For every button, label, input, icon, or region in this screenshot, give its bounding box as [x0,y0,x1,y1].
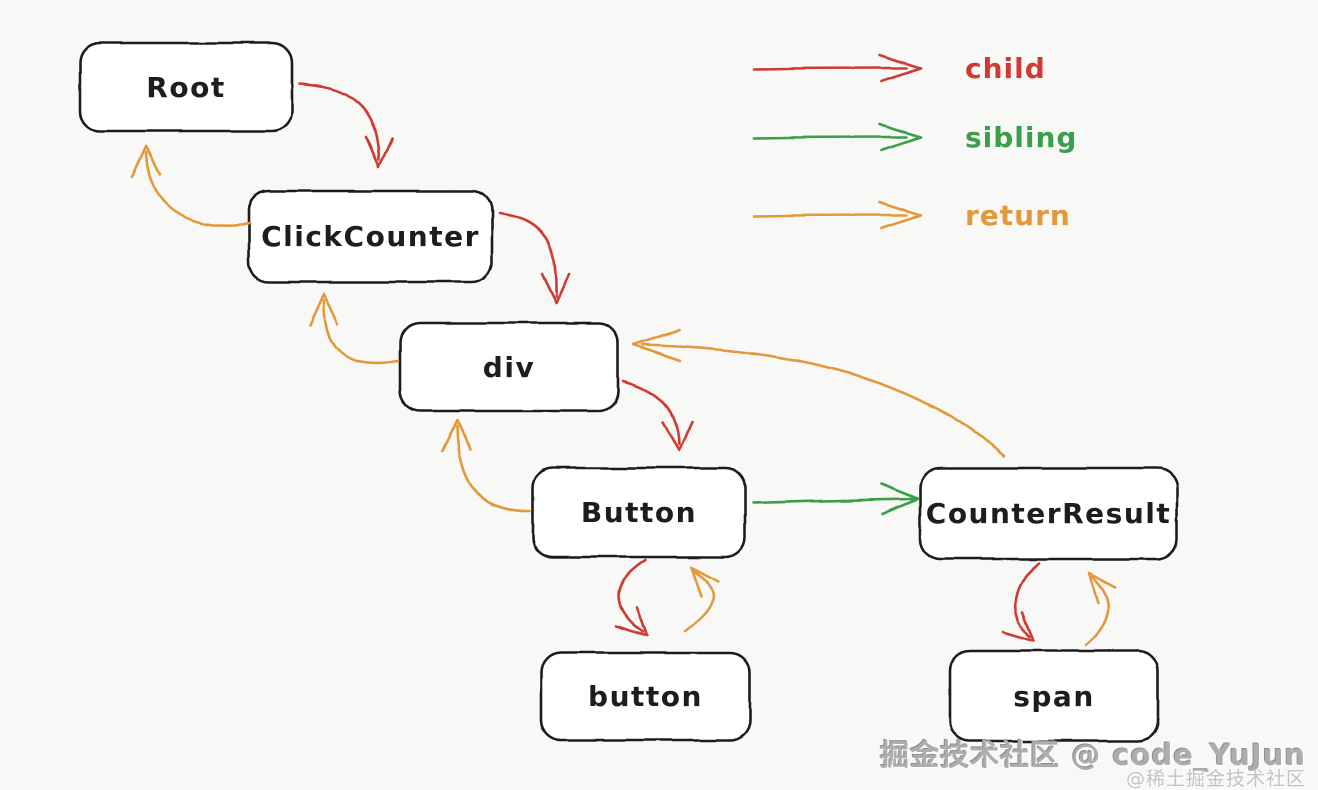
legend-item-sibling: sibling [751,115,1077,159]
legend-label-return: return [965,198,1071,232]
edge-button-element-to-button-return [683,565,720,633]
legend-item-return: return [751,193,1071,237]
edge-counterresult-to-span-child [1001,561,1040,643]
node-rect-span-element [948,649,1160,743]
edge-button-to-div-return [440,418,532,513]
return-arrow-icon [752,200,923,230]
sibling-arrow-icon [752,122,923,152]
watermark-community-line: 掘金技术社区 @ code_YuJun [880,737,1306,772]
legend-item-child: child [751,46,1046,90]
edge-clickcounter-to-div-child [497,211,571,305]
edge-root-to-clickcounter-child [297,82,394,169]
edge-button-to-counterresult-sibling [751,482,920,516]
edge-button-to-button-element-child [614,558,649,638]
node-rect-button-element [539,651,752,742]
watermark: 掘金技术社区 @ code_YuJun @稀土掘金技术社区 [880,737,1306,790]
edge-span-to-counterresult-return [1084,571,1117,647]
edge-counterresult-to-div-return [631,328,1006,458]
node-rects [78,41,1179,743]
edge-div-to-clickcounter-return [308,292,400,365]
node-rect-counterresult [918,466,1179,561]
node-rect-root [78,41,294,133]
child-arrow-icon [752,53,923,83]
node-rect-div [398,321,620,413]
watermark-handle-line: @稀土掘金技术社区 [1125,768,1306,790]
node-rect-clickcounter [247,189,494,284]
edge-div-to-button-child [621,379,694,452]
node-rect-button-component [531,466,747,559]
edge-clickcounter-to-root-return [130,144,252,227]
legend-label-child: child [965,51,1046,85]
legend-label-sibling: sibling [965,120,1078,154]
